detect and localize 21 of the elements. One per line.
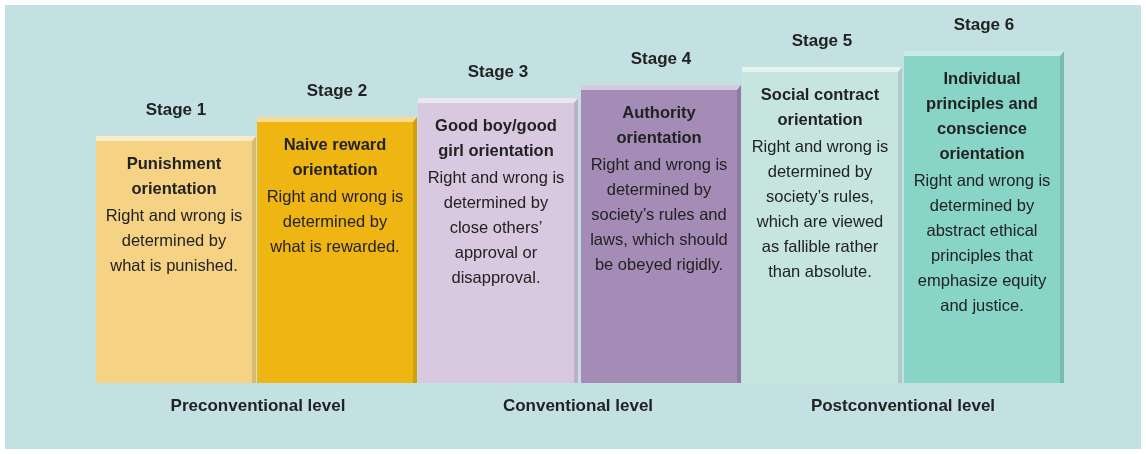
stage-label: Stage 3 (466, 62, 530, 82)
stage-description: Right and wrong is determined by what is punished. (104, 205, 244, 276)
stage-description: Right and wrong is determined by abstract ethical principles that emphasize equity and justice. (912, 170, 1052, 316)
stage-label: Stage 5 (790, 31, 854, 51)
level-label: Conventional level (501, 395, 655, 417)
stage-heading: Individual principles and conscience orientation (925, 68, 1039, 164)
stage-label: Stage 1 (144, 100, 208, 120)
level-label: Preconventional level (169, 395, 347, 417)
stage-description: Right and wrong is determined by close others’ approval or disapproval. (426, 167, 566, 288)
stage-description: Right and wrong is determined by what is rewarded. (265, 186, 405, 257)
stage-heading: Authority orientation (615, 102, 703, 148)
stage-heading: Naive reward orientation (282, 134, 388, 180)
level-label: Postconventional level (809, 395, 997, 417)
stage-label: Stage 6 (952, 15, 1016, 35)
stage-heading: Punishment orientation (125, 153, 223, 199)
stage-heading: Social contract orientation (759, 84, 881, 130)
stage-description: Right and wrong is determined by society’s rules and laws, which should be obeyed rigidly. (589, 154, 729, 275)
stage-heading: Good boy/good girl orientation (434, 115, 558, 161)
stage-label: Stage 2 (305, 81, 369, 101)
stage-description: Right and wrong is determined by society’s rules, which are viewed as fallible rather than absolute. (750, 136, 890, 282)
stage-label: Stage 4 (629, 49, 693, 69)
